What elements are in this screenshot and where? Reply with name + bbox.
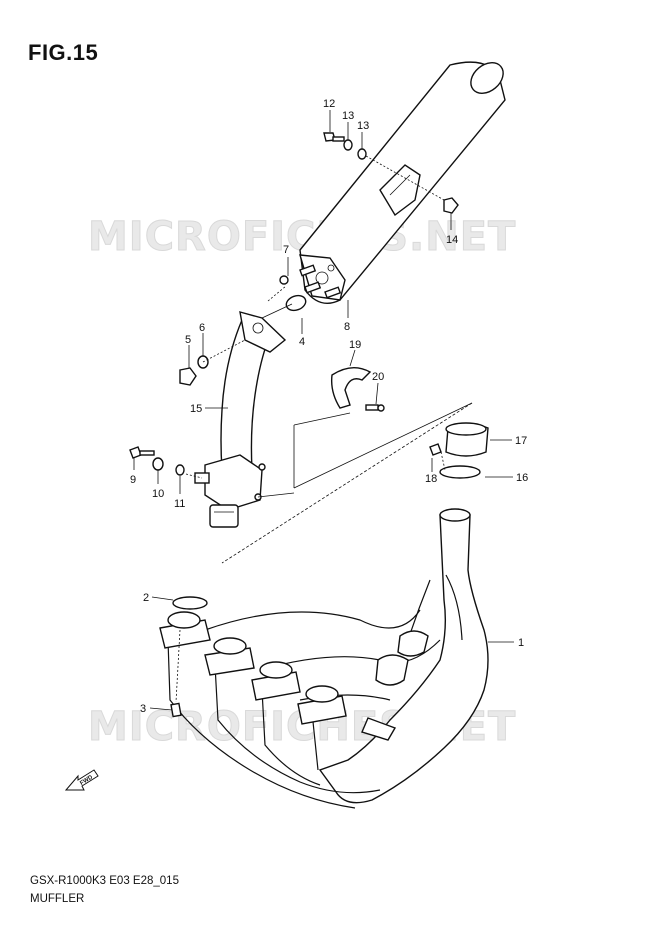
bolt-18 — [429, 443, 442, 456]
callout-9: 9 — [130, 474, 136, 486]
callout-13b: 13 — [357, 120, 369, 132]
cover-17-rim — [445, 422, 487, 436]
nut-14 — [443, 197, 459, 214]
callout-19: 19 — [349, 339, 361, 351]
bolt-12 — [323, 132, 345, 142]
callout-6: 6 — [199, 322, 205, 334]
callout-16: 16 — [516, 472, 528, 484]
callout-15: 15 — [190, 403, 202, 415]
callout-14: 14 — [446, 234, 458, 246]
washer-7 — [279, 275, 289, 285]
figure-title: FIG.15 — [28, 40, 99, 65]
exhaust-header-1 — [159, 508, 489, 809]
callout-4: 4 — [299, 336, 305, 348]
callout-8: 8 — [344, 321, 350, 333]
callout-13a: 13 — [342, 110, 354, 122]
callout-7: 7 — [283, 244, 289, 256]
callout-1: 1 — [518, 637, 524, 649]
gasket-2 — [172, 596, 208, 610]
muffler-studs — [299, 264, 342, 299]
screw-20 — [365, 404, 385, 412]
nut-5 — [179, 367, 197, 386]
forward-arrow-icon: FWD — [64, 769, 99, 791]
callout-3: 3 — [140, 703, 146, 715]
callout-20: 20 — [372, 371, 384, 383]
clamp-16 — [439, 465, 481, 479]
washer-13b — [357, 148, 367, 160]
gasket-4 — [285, 294, 307, 312]
muffler-body — [299, 61, 506, 304]
washer-13a — [343, 139, 353, 151]
bolt-9 — [129, 446, 155, 459]
washer-11 — [175, 464, 185, 476]
callout-2: 2 — [143, 592, 149, 604]
guard-19 — [330, 367, 372, 409]
callout-10: 10 — [152, 488, 164, 500]
callout-17: 17 — [515, 435, 527, 447]
stud-bolt-3 — [170, 702, 182, 718]
mid-pipe-15 — [194, 311, 287, 528]
assembly-guides — [175, 155, 473, 703]
callout-leaders — [133, 110, 514, 711]
callout-12: 12 — [323, 98, 335, 110]
watermark-top: MICROFICHES.NET — [88, 214, 516, 260]
diagram-name: MUFFLER — [30, 893, 85, 905]
callout-11: 11 — [174, 498, 185, 510]
callout-18: 18 — [425, 473, 437, 485]
grommet-10 — [152, 457, 164, 471]
callout-5: 5 — [185, 334, 191, 346]
diagram-code: GSX-R1000K3 E03 E28_015 — [30, 875, 179, 887]
